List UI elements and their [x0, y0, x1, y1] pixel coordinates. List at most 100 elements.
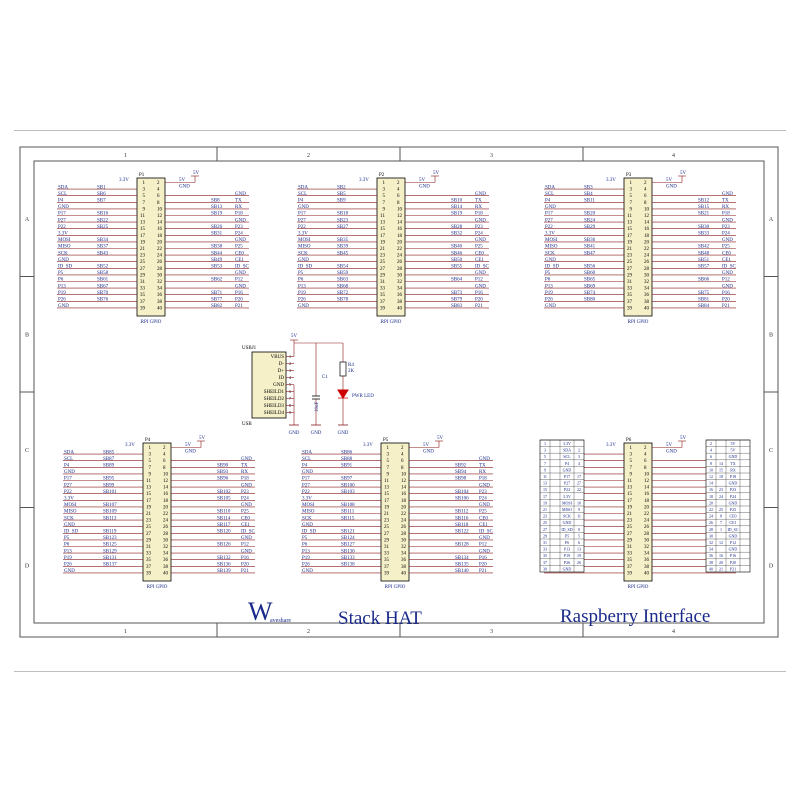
pin-number: 36 [397, 293, 403, 298]
net-label: SB69 [584, 284, 596, 289]
signal-label: P17 [64, 477, 72, 482]
signal-label: P13 [545, 284, 553, 289]
pin-number: 13 [380, 221, 386, 226]
signal-label: P22 [545, 225, 553, 230]
pin-number: 36 [401, 558, 407, 563]
table-cell: ID_SC [727, 527, 738, 532]
net-label: SB37 [97, 245, 109, 250]
signal-label: P24 [479, 497, 487, 502]
table-cell: 5V [731, 441, 736, 446]
pin-number: 25 [140, 260, 146, 265]
table-cell: 8 [720, 514, 722, 519]
table-cell: 32 [709, 540, 713, 545]
pin-number: 3 [149, 453, 152, 458]
signal-label: RX [235, 205, 242, 210]
table-cell: 15 [719, 467, 723, 472]
table-cell: 17 [543, 494, 547, 499]
pin-number: 26 [401, 525, 407, 530]
gnd-label: GND [289, 431, 300, 436]
net-label: SB140 [455, 569, 469, 574]
pin-number: 24 [401, 519, 407, 524]
signal-label: P18 [241, 477, 249, 482]
net-label: SB78 [337, 298, 349, 303]
signal-label: P13 [298, 284, 306, 289]
net-label: SB90 [217, 464, 229, 469]
pin-number: 20 [163, 505, 169, 510]
table-cell: RX [730, 467, 736, 472]
signal-label: GND [479, 503, 490, 508]
table-cell: 10 [577, 500, 581, 505]
signal-label: P18 [479, 477, 487, 482]
pin-number: 18 [163, 499, 169, 504]
table-cell: 3.3V [563, 441, 571, 446]
pin-number: 35 [384, 558, 390, 563]
signal-label: P18 [475, 212, 483, 217]
pin-number: 7 [149, 466, 152, 471]
table-cell: GND [729, 533, 738, 538]
net-label: SB6 [97, 192, 106, 197]
net-label: SB112 [455, 510, 469, 515]
table-cell: 16 [709, 487, 713, 492]
table-cell: TX [730, 461, 735, 466]
pin-number: 2 [644, 446, 647, 451]
resistor [339, 361, 347, 377]
pin-number: 36 [644, 558, 650, 563]
signal-label: GND [722, 238, 733, 243]
net-label: SB102 [217, 490, 231, 495]
signal-label: P20 [475, 298, 483, 303]
power-label: 5V [437, 436, 444, 441]
header-ref: P3 [626, 173, 632, 178]
pin-number: 26 [157, 260, 163, 265]
pin-number: 32 [644, 545, 650, 550]
net-label: SB131 [103, 556, 117, 561]
signal-label: GND [58, 258, 69, 263]
pin-number: 37 [627, 565, 633, 570]
pin-number: 31 [384, 545, 390, 550]
header-ref: P5 [383, 438, 389, 443]
power-label: 5V [193, 171, 200, 176]
pin-number: 29 [384, 538, 390, 543]
signal-label: P12 [722, 278, 730, 283]
signal-label: P6 [298, 278, 304, 283]
net-label: SB14 [451, 205, 463, 210]
pin-number: 22 [401, 512, 407, 517]
pin-number: 12 [644, 214, 650, 219]
pin-number: 22 [163, 512, 169, 517]
header-body [380, 442, 410, 582]
net-label: SB56 [584, 265, 596, 270]
pin-number: 35 [627, 558, 633, 563]
pin-number: 20 [644, 240, 650, 245]
table-cell: GND [729, 500, 738, 505]
pin-number: 10 [397, 207, 403, 212]
net-label: SB23 [337, 218, 349, 223]
signal-label: P16 [722, 291, 730, 296]
net-label: SB35 [337, 238, 349, 243]
pin-number: 9 [149, 472, 152, 477]
pin-number: 30 [157, 273, 163, 278]
signal-label: ID_SC [722, 265, 737, 270]
signal-label: P26 [298, 298, 306, 303]
pin-number: 23 [146, 519, 152, 524]
signal-label: P5 [64, 536, 70, 541]
net-label: SB22 [97, 218, 109, 223]
signal-label: P22 [302, 490, 310, 495]
gnd-label: GND [666, 450, 677, 455]
pin-number: 16 [401, 492, 407, 497]
pin-number: 3 [387, 453, 390, 458]
net-label: SB114 [217, 516, 231, 521]
signal-label: SCK [545, 251, 555, 256]
net-label: SB28 [451, 225, 463, 230]
signal-label: GND [479, 457, 490, 462]
signal-label: CE1 [235, 258, 244, 263]
signal-label: GND [235, 284, 246, 289]
usb-pin-label: ID [279, 376, 285, 381]
table-cell: 27 [543, 527, 547, 532]
power-label: 5V [419, 178, 426, 183]
signal-label: P21 [241, 569, 249, 574]
net-label: SB20 [584, 212, 596, 217]
net-label: SB54 [337, 265, 349, 270]
pin-number: 7 [630, 201, 633, 206]
pin-number: 16 [157, 227, 163, 232]
pin-number: 15 [140, 227, 146, 232]
table-cell: 4 [710, 448, 712, 453]
